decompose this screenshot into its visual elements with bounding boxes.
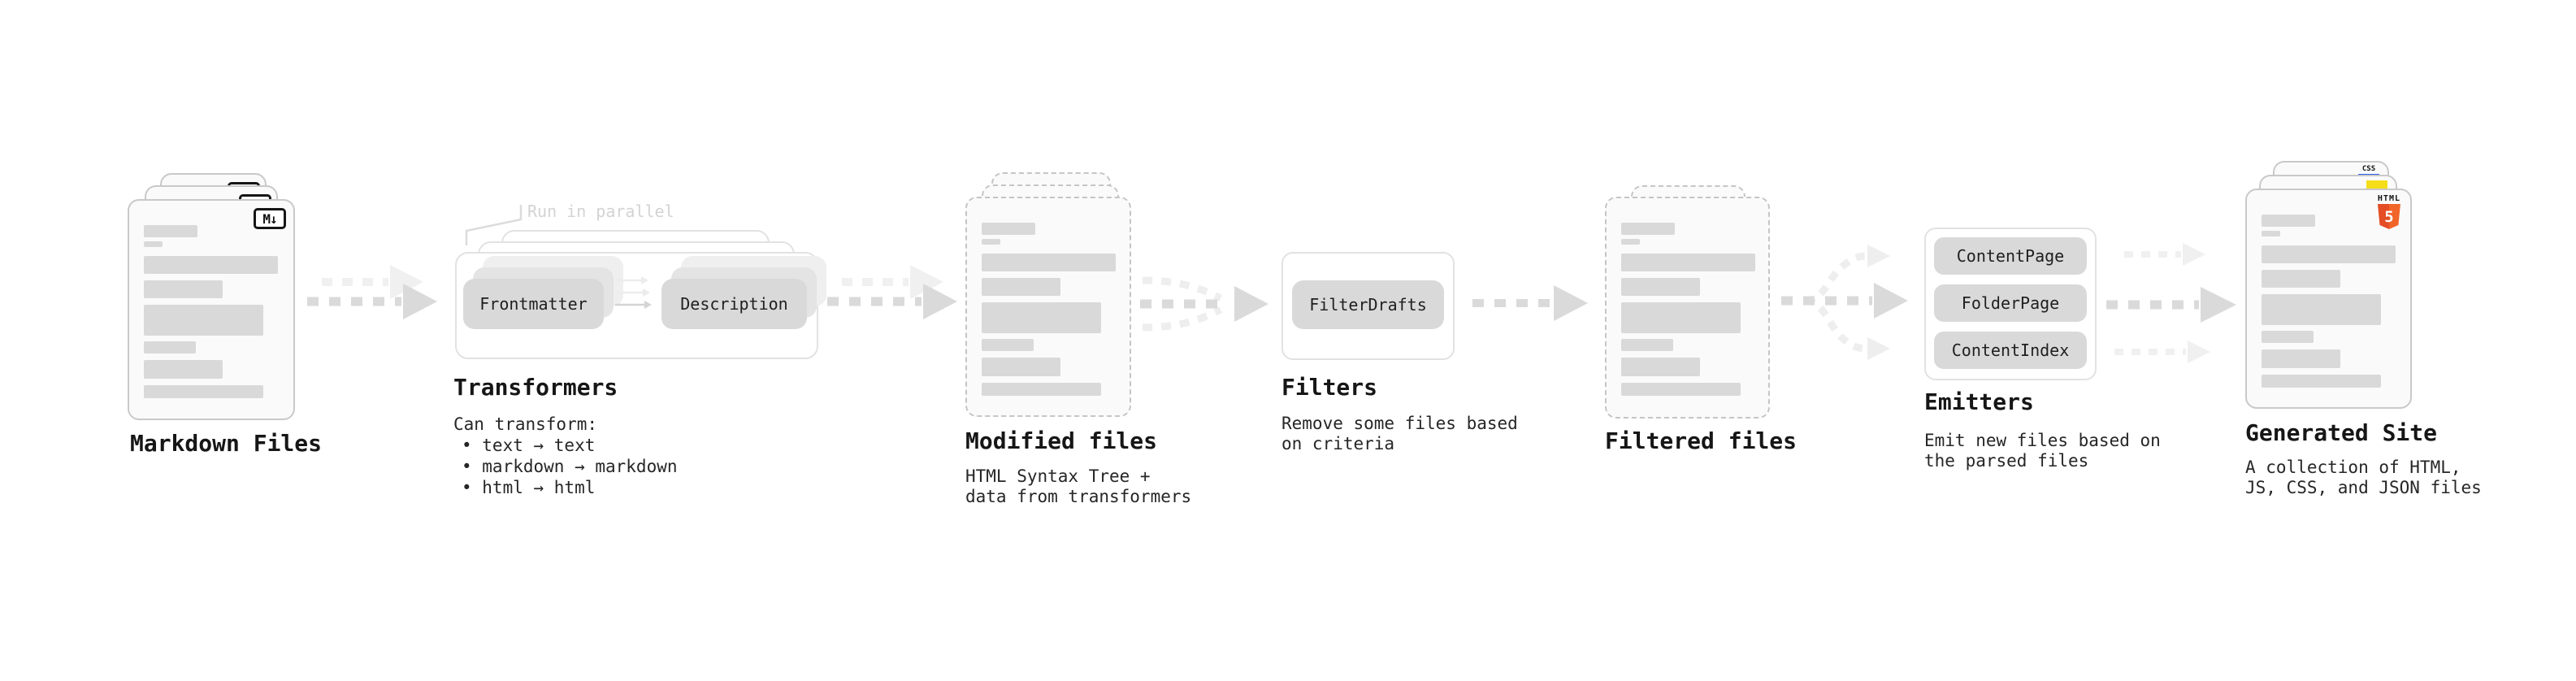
caption-line: on criteria xyxy=(1281,434,1395,453)
run-in-parallel-label: Run in parallel xyxy=(527,202,674,221)
emitters-title: Emitters xyxy=(1924,388,2034,415)
generated-site-caption: A collection of HTML, JS, CSS, and JSON … xyxy=(2245,458,2482,498)
caption-bullet: • markdown → markdown xyxy=(462,457,678,476)
parallel-arrows xyxy=(615,276,652,309)
arrow-emitters-to-generated xyxy=(2106,243,2236,363)
caption-line: Remove some files based xyxy=(1281,414,1518,433)
contentindex-pill: ContentIndex xyxy=(1934,332,2087,369)
document-text-placeholder xyxy=(1621,223,1755,402)
html-file-card: HTML 5 xyxy=(2245,189,2412,409)
arrow-filters-to-filtered xyxy=(1472,285,1588,321)
filters-title: Filters xyxy=(1281,374,1378,401)
folderpage-pill: FolderPage xyxy=(1934,284,2087,322)
document-text-placeholder xyxy=(144,225,278,405)
caption-line: the parsed files xyxy=(1924,451,2089,471)
generated-site-title: Generated Site xyxy=(2245,419,2438,446)
emitters-caption: Emit new files based on the parsed files xyxy=(1924,431,2161,471)
transformers-title: Transformers xyxy=(453,374,618,401)
transformers-caption: Can transform: • text → text • markdown … xyxy=(453,414,678,498)
caption-bullet: • text → text xyxy=(462,436,596,455)
filtered-file-card-front xyxy=(1605,197,1770,419)
arrow-modified-to-filters xyxy=(1140,276,1268,332)
callout-line xyxy=(465,205,523,245)
document-text-placeholder xyxy=(2262,215,2396,394)
caption-line: HTML Syntax Tree + xyxy=(965,466,1151,486)
markdown-file-card-front: M↓ xyxy=(128,199,295,420)
caption-heading: Can transform: xyxy=(453,414,598,434)
filterdrafts-pill: FilterDrafts xyxy=(1292,280,1444,329)
frontmatter-pill: Frontmatter xyxy=(463,279,604,329)
modified-file-card-front xyxy=(965,197,1131,417)
arrow-filtered-to-emitters xyxy=(1781,245,1908,360)
markdown-icon: M↓ xyxy=(254,208,286,229)
contentpage-pill: ContentPage xyxy=(1934,237,2087,275)
modified-files-caption: HTML Syntax Tree + data from transformer… xyxy=(965,466,1191,507)
markdown-files-title: Markdown Files xyxy=(130,430,323,457)
modified-files-title: Modified files xyxy=(965,427,1158,454)
document-text-placeholder xyxy=(982,223,1116,402)
arrow-transformers-to-modified xyxy=(827,265,957,319)
caption-line: Emit new files based on xyxy=(1924,431,2161,450)
arrow-markdown-to-transformers xyxy=(307,265,437,319)
html5-icon: HTML 5 xyxy=(2378,194,2400,229)
description-pill: Description xyxy=(661,279,807,329)
filters-caption: Remove some files based on criteria xyxy=(1281,414,1518,454)
caption-line: data from transformers xyxy=(965,487,1192,506)
caption-bullet: • html → html xyxy=(462,478,596,497)
caption-line: JS, CSS, and JSON files xyxy=(2245,478,2482,497)
filtered-files-title: Filtered files xyxy=(1605,427,1798,454)
caption-line: A collection of HTML, xyxy=(2245,458,2461,477)
